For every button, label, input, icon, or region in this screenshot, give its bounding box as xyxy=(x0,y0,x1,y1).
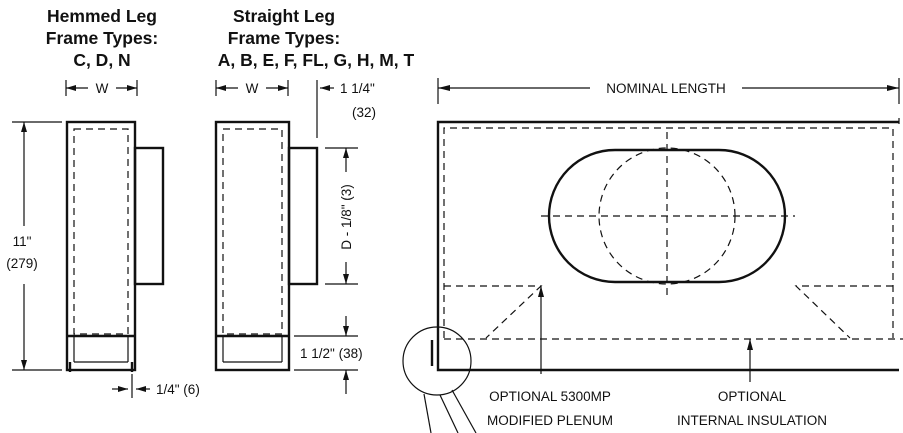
elevation-view: NOMINAL LENGTH OPTIONAL 5300MP MODIFIED … xyxy=(402,78,903,433)
straight-frame-types: A, B, E, F, FL, G, H, M, T xyxy=(218,50,415,70)
hemmed-width-label: W xyxy=(96,81,109,96)
height-inches-label: 11" xyxy=(13,234,32,249)
straight-title-line1: Straight Leg xyxy=(233,6,335,26)
collar-mm-label: (32) xyxy=(352,105,376,120)
oval-collar xyxy=(547,148,787,284)
straight-title-line2: Frame Types: xyxy=(228,28,341,48)
depth-dimension-label: D - 1/8" (3) xyxy=(339,184,354,250)
plenum-callout-line1: OPTIONAL 5300MP xyxy=(489,389,611,404)
straight-leg-section: W 1 1/4" (32) D - 1/8" (3) 1 1/2" (38) xyxy=(214,80,376,394)
hemmed-frame-types: C, D, N xyxy=(73,50,130,70)
nominal-length-label: NOMINAL LENGTH xyxy=(606,81,726,96)
insulation-callout-line2: INTERNAL INSULATION xyxy=(677,413,827,428)
hemmed-title-line1: Hemmed Leg xyxy=(47,6,157,26)
plenum-callout-line2: MODIFIED PLENUM xyxy=(487,413,613,428)
detail-circle xyxy=(402,326,472,396)
hemmed-leg-section: W 11" (279) 1/4" (6) xyxy=(6,80,200,398)
hem-dimension-label: 1/4" (6) xyxy=(156,382,200,397)
collar-inches-label: 1 1/4" xyxy=(340,81,375,96)
insulation-callout-line1: OPTIONAL xyxy=(718,389,787,404)
hemmed-title-line2: Frame Types: xyxy=(46,28,159,48)
straight-width-label: W xyxy=(246,81,259,96)
height-mm-label: (279) xyxy=(6,256,38,271)
bottom-leg-label: 1 1/2" (38) xyxy=(300,346,363,361)
